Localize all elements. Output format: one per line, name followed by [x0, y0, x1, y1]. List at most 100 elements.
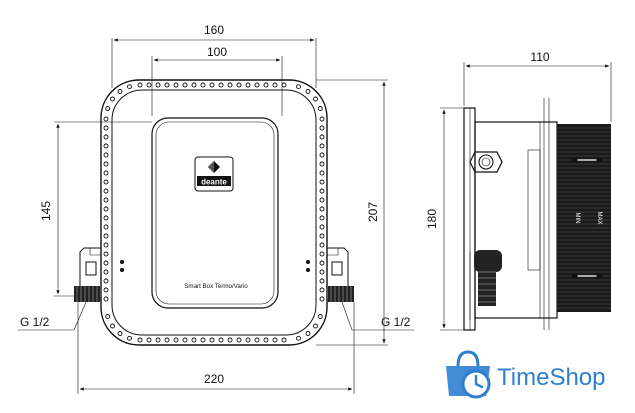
front-view: deante Smart Box Termo/Vario [18, 23, 414, 394]
mounting-hole [313, 323, 318, 329]
mounting-hole [236, 82, 242, 88]
mounting-hole [305, 331, 311, 336]
mounting-hole [272, 82, 278, 88]
thread-right-text: G 1/2 [381, 315, 411, 329]
mounting-hole [319, 233, 325, 239]
mounting-hole [319, 260, 325, 266]
mounting-hole [200, 82, 206, 88]
mounting-hole [105, 314, 111, 319]
mounting-hole [319, 125, 325, 131]
mounting-hole [245, 337, 251, 343]
thermo-block [557, 124, 611, 312]
dim-height-outer: 207 [366, 202, 380, 222]
mounting-hole [305, 89, 311, 94]
mounting-hole [319, 188, 325, 194]
dimension-207: 207 [316, 79, 388, 346]
mounting-hole [254, 82, 260, 88]
thread-left-text: G 1/2 [20, 315, 50, 329]
left-connector [74, 247, 101, 302]
right-connector [327, 247, 354, 302]
dimension-180: 180 [425, 107, 464, 331]
mounting-hole [103, 278, 109, 284]
mounting-hole [137, 82, 143, 88]
dimension-160: 160 [111, 23, 317, 88]
mounting-hole [209, 337, 215, 343]
mounting-hole [317, 314, 323, 319]
mounting-hole [191, 337, 197, 343]
mounting-hole [105, 106, 111, 111]
front-outer-frame [100, 79, 328, 346]
mounting-hole [317, 106, 323, 111]
wall-plate [463, 107, 476, 331]
mounting-hole [103, 188, 109, 194]
mounting-hole [146, 82, 152, 88]
dimension-100: 100 [151, 45, 283, 116]
mounting-hole [103, 233, 109, 239]
front-inner-frame [111, 89, 317, 336]
plate-text-min: MIN [574, 213, 580, 224]
mounting-hole [319, 197, 325, 203]
mounting-hole [103, 134, 109, 140]
mounting-hole [164, 337, 170, 343]
mounting-hole [236, 337, 242, 343]
mounting-hole [296, 335, 301, 341]
mounting-hole-ring [103, 82, 325, 343]
mounting-hole [117, 331, 123, 336]
mounting-hole [227, 337, 233, 343]
mounting-hole [263, 82, 269, 88]
mounting-hole [319, 161, 325, 167]
mounting-hole [103, 206, 109, 212]
mounting-hole [254, 337, 260, 343]
mounting-hole [218, 82, 224, 88]
timeshop-watermark: TimeShop [446, 350, 606, 399]
mounting-hole [281, 337, 287, 343]
thread-label-right: G 1/2 [341, 301, 414, 331]
mounting-hole [313, 96, 318, 102]
mounting-hole [155, 82, 161, 88]
mounting-hole [103, 161, 109, 167]
mounting-hole [263, 337, 269, 343]
mounting-hole [319, 143, 325, 149]
mounting-hole [110, 323, 115, 329]
mounting-hole [103, 287, 109, 293]
mounting-hole [319, 206, 325, 212]
thread-label-left: G 1/2 [18, 301, 87, 331]
logo-text: deante [201, 178, 227, 187]
mounting-hole [182, 337, 188, 343]
mounting-hole [319, 224, 325, 230]
mounting-hole [127, 335, 132, 341]
mounting-hole [137, 337, 143, 343]
dim-width-total: 220 [204, 372, 224, 386]
mounting-hole [191, 82, 197, 88]
mounting-hole [319, 287, 325, 293]
mounting-hole [103, 269, 109, 275]
mounting-hole [103, 116, 109, 122]
cover-plate-inner [155, 121, 275, 305]
mounting-hole [103, 197, 109, 203]
dimension-145: 145 [39, 121, 152, 297]
mounting-hole [173, 82, 179, 88]
cover-plate [151, 117, 279, 309]
dim-width-outer: 160 [204, 23, 224, 37]
plate-text-max: MAX [596, 211, 602, 224]
dim-width-inner: 100 [207, 45, 227, 59]
mounting-hole [319, 269, 325, 275]
side-view: MIN MAX 110 180 [425, 50, 612, 331]
mounting-hole [110, 96, 115, 102]
mounting-hole [209, 82, 215, 88]
mounting-hole [218, 337, 224, 343]
plate-label: Smart Box Termo/Vario [184, 283, 248, 290]
mounting-hole [103, 296, 109, 302]
mounting-hole [281, 82, 287, 88]
mounting-hole [227, 82, 233, 88]
mounting-hole [103, 179, 109, 185]
mounting-hole [319, 179, 325, 185]
mounting-hole [319, 116, 325, 122]
mounting-hole [319, 251, 325, 257]
mounting-hole [319, 242, 325, 248]
mounting-hole [117, 89, 123, 94]
mounting-hole [103, 170, 109, 176]
mounting-hole [103, 260, 109, 266]
mounting-hole [103, 152, 109, 158]
